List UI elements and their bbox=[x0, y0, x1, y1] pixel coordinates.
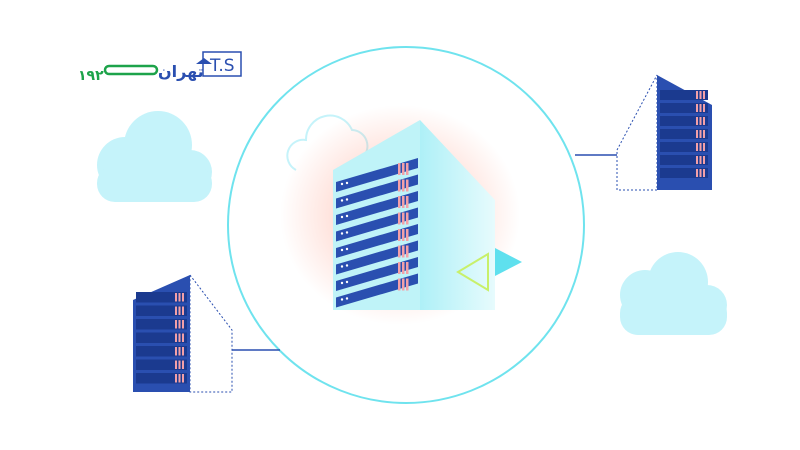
svg-text:T.S: T.S bbox=[209, 56, 235, 76]
rack-unit bbox=[660, 142, 708, 152]
cloud-right bbox=[620, 252, 727, 335]
rack-unit bbox=[336, 257, 418, 291]
rack-unit bbox=[136, 346, 187, 357]
rack-unit bbox=[336, 158, 418, 192]
rack-unit bbox=[336, 174, 418, 209]
rack-unit bbox=[336, 240, 418, 275]
rack-unit bbox=[660, 90, 708, 100]
rack-unit bbox=[660, 155, 708, 165]
rack-unit bbox=[136, 305, 187, 316]
central-server bbox=[333, 120, 522, 310]
server-right bbox=[616, 74, 712, 191]
rack-unit bbox=[336, 207, 418, 242]
central-ring bbox=[227, 46, 585, 404]
cloud-left bbox=[97, 111, 212, 202]
rack-unit bbox=[136, 292, 187, 303]
rack-unit bbox=[136, 373, 187, 384]
svg-text:۱۹۲: ۱۹۲ bbox=[78, 68, 104, 84]
logo: T.S ۱۹۲ تهران bbox=[78, 51, 242, 84]
rack-unit bbox=[336, 224, 418, 258]
rack-unit bbox=[136, 319, 187, 330]
rack-unit bbox=[136, 332, 187, 343]
rack-unit bbox=[336, 273, 418, 308]
rack-unit bbox=[660, 103, 708, 113]
rack-unit bbox=[336, 191, 418, 225]
svg-text:تهران: تهران bbox=[158, 62, 204, 81]
rack-unit bbox=[660, 129, 708, 139]
rack-unit bbox=[136, 359, 187, 370]
rack-unit bbox=[660, 168, 708, 178]
rack-unit bbox=[660, 116, 708, 126]
server-left bbox=[133, 273, 233, 393]
